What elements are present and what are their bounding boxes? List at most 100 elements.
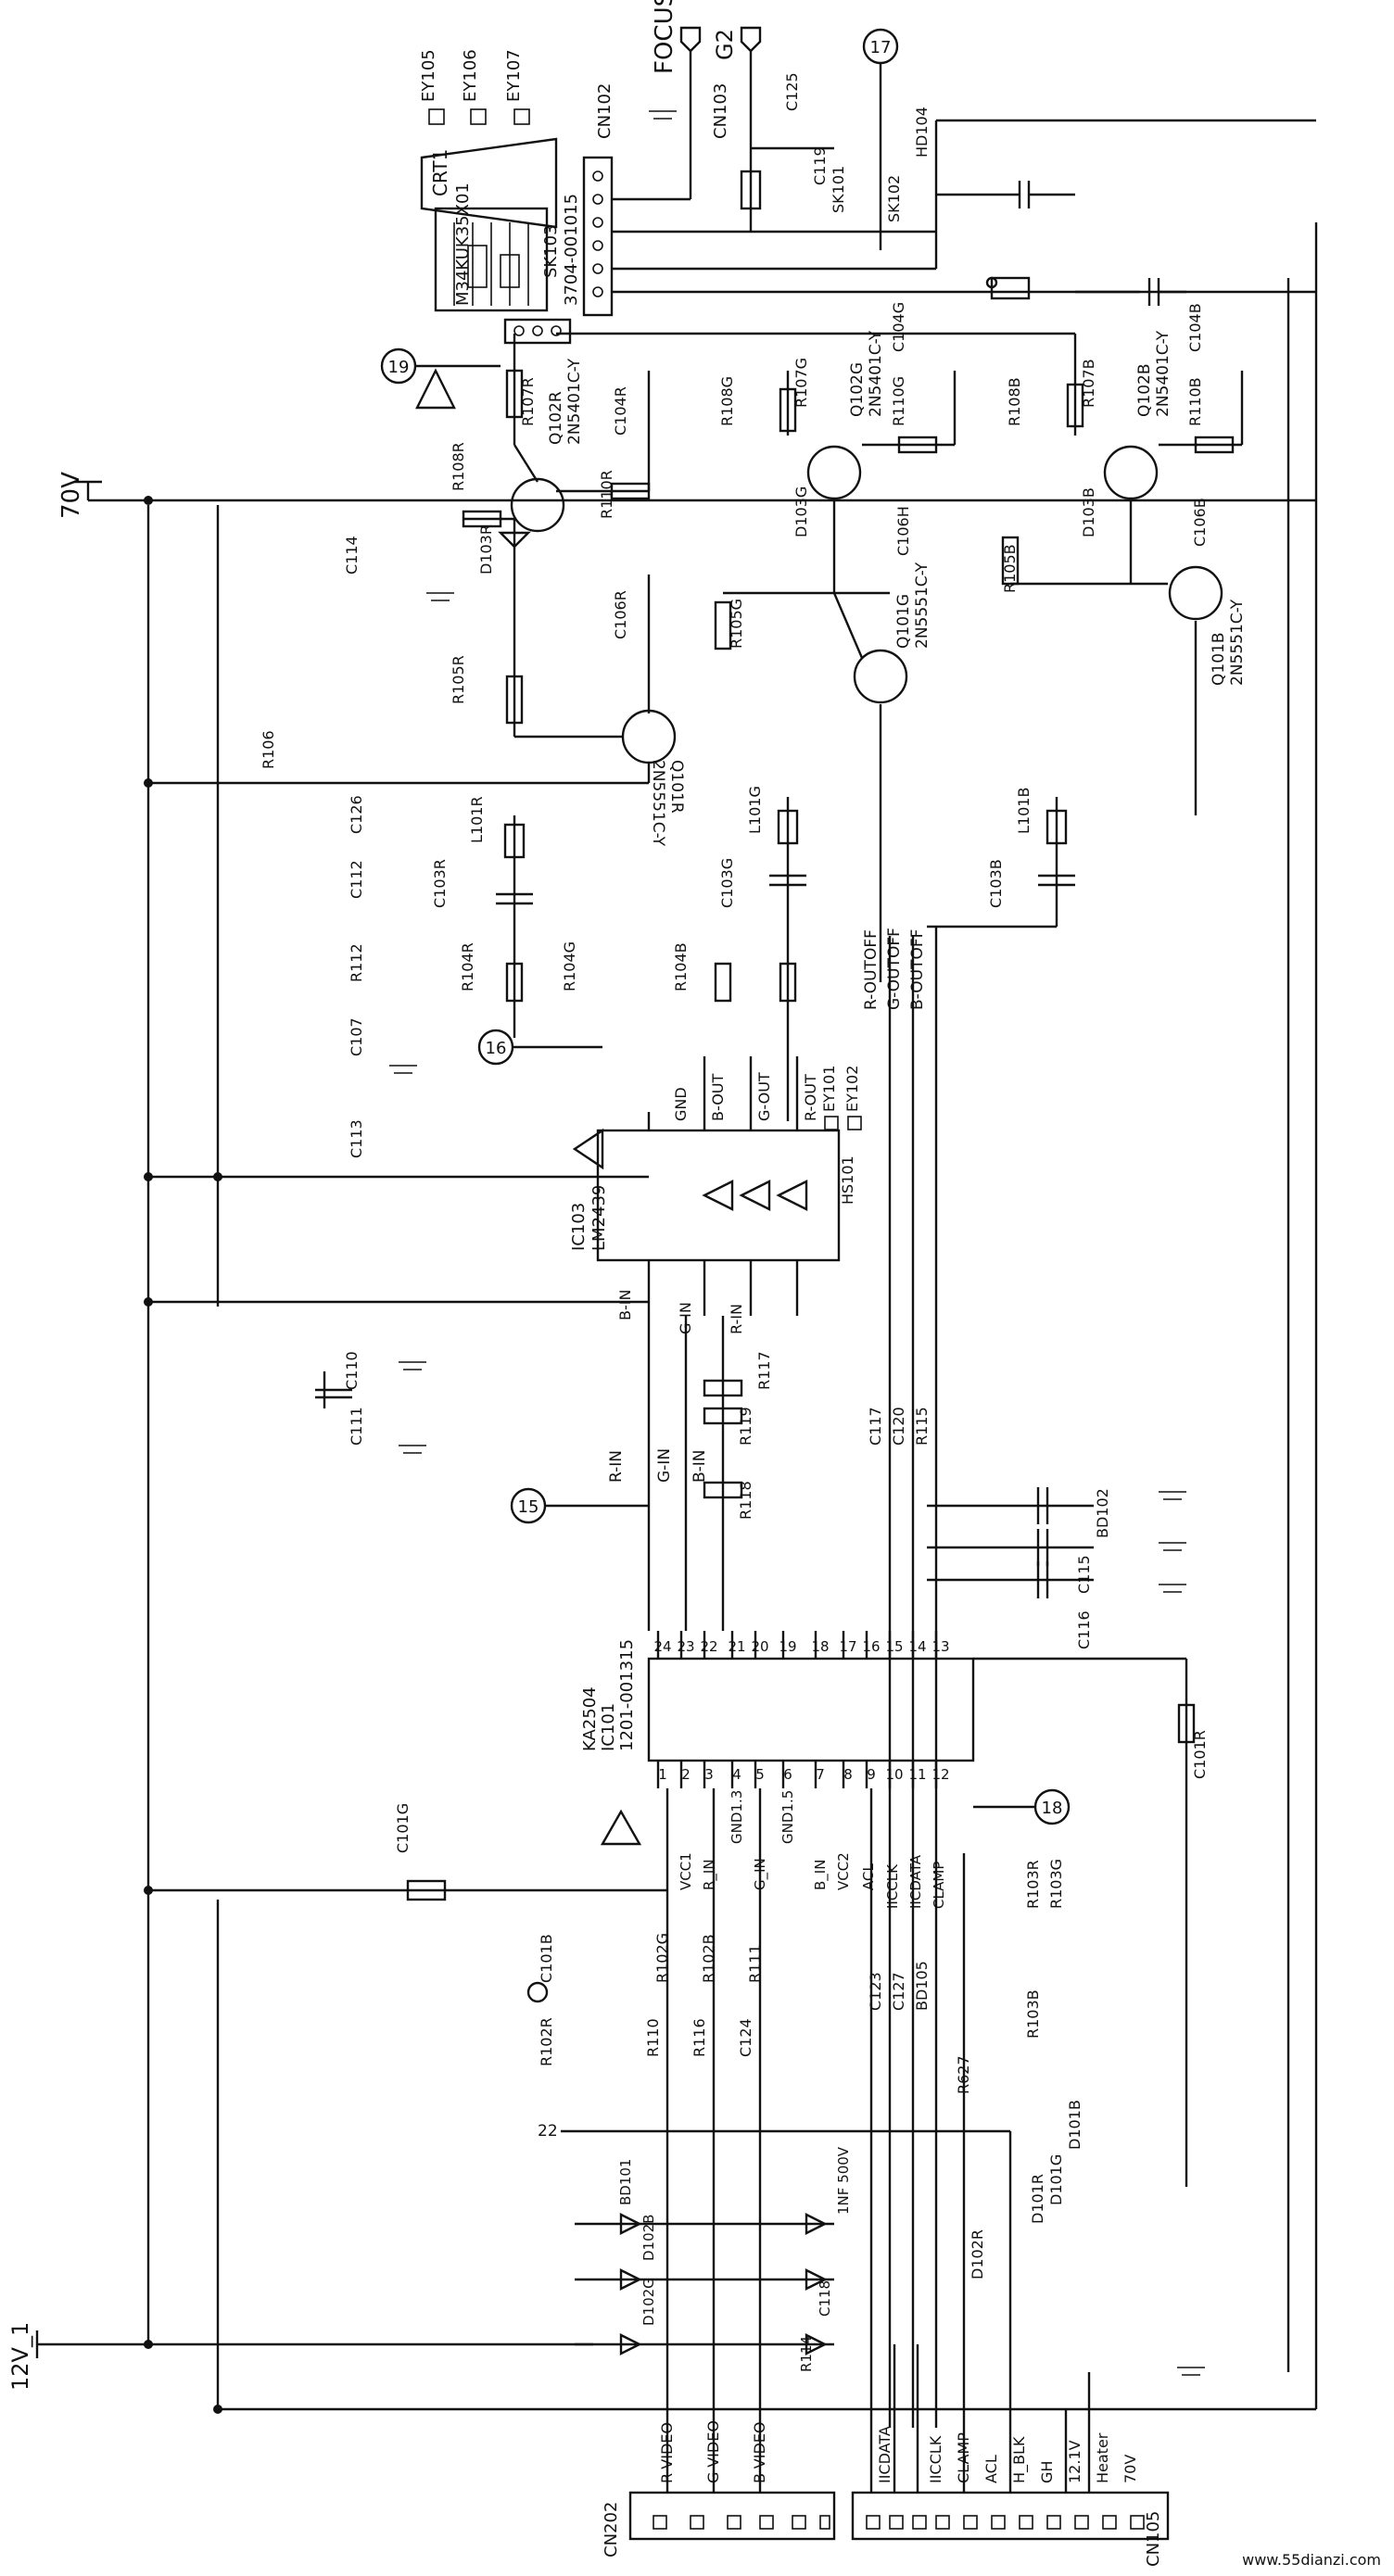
svg-text:19: 19 [779, 1638, 796, 1655]
q102r-label: Q102R [547, 391, 565, 445]
r-outoff-label: R-OUTOFF [862, 929, 881, 1010]
q101r-part: 2N5551C-Y [649, 760, 667, 847]
svg-text:IICDATA: IICDATA [907, 1854, 924, 1909]
d103g-label: D103G [792, 486, 810, 537]
r105g-label: R105G [728, 599, 745, 649]
crt-part: M34KUK35X01 [453, 183, 473, 306]
cn105-label: CN105 [1144, 2511, 1163, 2567]
d101g-label: D102B [640, 2215, 657, 2261]
ic103-gnd-icon [572, 1128, 604, 1170]
cn105-pin11-name: 70V [1122, 2455, 1139, 2483]
svg-text:12: 12 [931, 1766, 949, 1783]
q102b-part: 2N5401C-Y [1154, 330, 1172, 417]
r110r-label: R110R [598, 470, 615, 519]
cn105-pin4-name: IICCLK [927, 2435, 944, 2483]
r113b-label: R115 [913, 1407, 931, 1446]
r107b-label: R107B [1080, 359, 1097, 408]
cap-bank [927, 1487, 1094, 1598]
r-out-label: R-OUT [802, 1074, 819, 1121]
focus-label: FOCUS [651, 0, 678, 74]
q102b-label: Q102B [1135, 364, 1154, 418]
c117-label: C115 [1075, 1555, 1093, 1594]
r115-label: C101R [1191, 1730, 1209, 1779]
r114-label: HD104 [913, 107, 931, 158]
cn105-pin8-name: GH [1038, 2461, 1056, 2483]
q101g-label: Q101G [894, 594, 913, 649]
cn103-label: CN103 [711, 83, 730, 139]
coupling-network [496, 797, 1075, 1121]
sk101-label: SK101 [830, 166, 847, 213]
c103b-label: C103B [987, 859, 1005, 908]
svg-text:7: 7 [816, 1766, 825, 1783]
svg-text:4: 4 [732, 1766, 741, 1783]
stage-r [462, 334, 677, 783]
r103g-label: D101G [1047, 2154, 1065, 2205]
c104g-label: C104G [890, 302, 907, 352]
c106r-label: C106R [612, 590, 629, 639]
c114-label: C114 [343, 536, 361, 575]
r112-label: R112 [348, 943, 365, 982]
c112-label: C112 [348, 860, 365, 899]
sk103-part: 3704-001015 [562, 194, 581, 306]
d103r-label: D103R [477, 524, 495, 575]
svg-text:14: 14 [908, 1638, 926, 1655]
c126-label: C126 [348, 795, 365, 834]
cn105-pin9-name: 12.1V [1066, 2440, 1084, 2483]
r108g-label: R108G [718, 376, 736, 426]
node18-label: 18 [1042, 1799, 1063, 1818]
svg-text:11: 11 [908, 1766, 926, 1783]
r106-label: R106 [260, 730, 277, 769]
d103b-label: D103B [1080, 487, 1097, 537]
crt-socket-area [420, 108, 614, 345]
hd104-body [990, 276, 1031, 300]
r102g-label: R116 [691, 2018, 708, 2057]
g2-label: G2 [712, 29, 738, 60]
ey102-label: EY102 [843, 1066, 861, 1112]
c120-label: C116 [1075, 1610, 1093, 1649]
cn102-label: CN102 [595, 83, 615, 139]
ic101-right-pins: 24 23 22 21 20 19 18 17 16 15 14 13 [653, 1638, 949, 1655]
svg-text:16: 16 [862, 1638, 880, 1655]
q101b-label: Q101B [1210, 633, 1228, 687]
svg-text:CLAMP: CLAMP [931, 1862, 947, 1909]
stage-b [1001, 371, 1244, 815]
cn202-pin5-name: G-VIDEO [704, 2420, 722, 2483]
svg-text:23: 23 [677, 1638, 694, 1655]
ic101-pin-names: VCC1 R_IN GND1.3 G_IN GND1.5 B_IN VCC2 A… [678, 1790, 947, 1909]
svg-text:5: 5 [755, 1766, 765, 1783]
svg-text:8: 8 [843, 1766, 853, 1783]
svg-text:18: 18 [811, 1638, 829, 1655]
r110-label: C127 [890, 1972, 907, 2011]
svg-text:IICCLK: IICCLK [884, 1863, 901, 1909]
c103g-label: C103G [718, 858, 736, 908]
ic101-name: KA2504 [580, 1686, 600, 1751]
q101g-part: 2N5551C-Y [913, 562, 931, 649]
cn202-pin3-name: B-VIDEO [751, 2422, 768, 2484]
r107g-label: R107G [792, 358, 810, 408]
r118-label: R118 [737, 1481, 754, 1520]
c111-label: C111 [348, 1407, 365, 1446]
svg-text:17: 17 [839, 1638, 856, 1655]
svg-text:ACL: ACL [860, 1863, 877, 1890]
b-in-label-2: B-IN [691, 1449, 709, 1483]
ground-symbols [389, 110, 1205, 2376]
node17-label: 17 [870, 38, 892, 57]
c127-label: R103B [1024, 1989, 1042, 2039]
b-outoff-label: B-OUTOFF [908, 929, 927, 1010]
svg-text:9: 9 [867, 1766, 876, 1783]
r103b-label: D101B [1066, 2100, 1084, 2150]
ic101-block [647, 1631, 975, 1788]
ic103-name: LM2439 [589, 1185, 609, 1251]
ic101-ref: IC101 [599, 1703, 618, 1751]
r117-label: R117 [755, 1351, 773, 1390]
cn202-connector [628, 2491, 836, 2541]
svg-text:24: 24 [653, 1638, 671, 1655]
c115-label: C101B [538, 1934, 555, 1983]
ey101-label: EY101 [820, 1066, 838, 1112]
cn105-pin2-name: IICDATA [876, 2426, 893, 2483]
r113r-label: C117 [867, 1407, 884, 1446]
cn202-pin6-name: R-VIDEO [658, 2422, 676, 2483]
c103r-label: C103R [431, 859, 449, 908]
